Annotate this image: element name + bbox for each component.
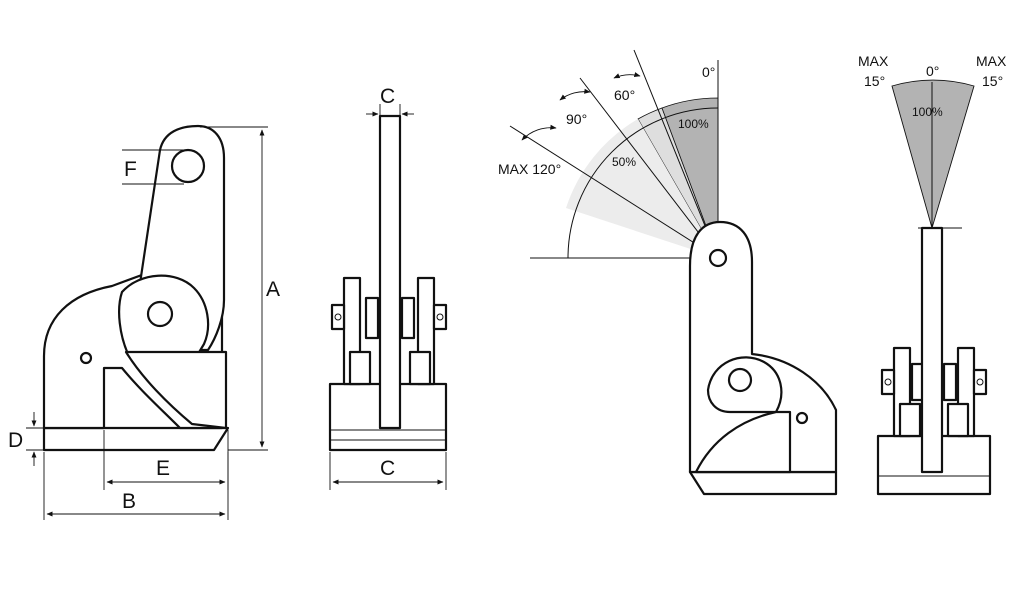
percent-100-left: 100% <box>678 117 709 131</box>
angle-15-right: 15° <box>982 73 1003 89</box>
angle-0-right: 0° <box>926 63 939 79</box>
angle-0-left: 0° <box>702 64 715 80</box>
angle-15-left: 15° <box>864 73 885 89</box>
pin-hole <box>79 351 93 365</box>
max-left-label: MAX <box>858 53 889 69</box>
side-tilt-view: MAX 15° 0° MAX 15° 100% <box>858 53 1007 496</box>
dimension-f-label: F <box>124 158 137 181</box>
cam-pivot <box>146 300 174 328</box>
side-view-left: A F D E B <box>8 124 280 520</box>
percent-50: 50% <box>612 155 636 169</box>
base-plate <box>42 426 230 452</box>
angle-60: 60° <box>614 87 635 103</box>
dimension-b-label: B <box>122 490 136 513</box>
tilt-angle-view: 0° 60° 90° MAX 120° 100% 50% <box>498 49 838 496</box>
shackle-hole <box>170 148 206 184</box>
front-jaw-bar <box>378 114 402 430</box>
angle-max-120: MAX 120° <box>498 161 561 177</box>
dimension-a-label: A <box>266 278 280 301</box>
tilted-base <box>688 470 838 496</box>
percent-100-right: 100% <box>912 105 943 119</box>
dimension-d-label: D <box>8 429 23 452</box>
front-view-left: C C <box>328 85 448 490</box>
max-right-label: MAX <box>976 53 1007 69</box>
cam-jaw <box>124 350 228 430</box>
angle-90: 90° <box>566 111 587 127</box>
dimension-e-label: E <box>156 457 170 480</box>
dimension-c-bottom-label: C <box>380 457 395 480</box>
dimension-c-top-label: C <box>380 85 395 108</box>
sector-100-percent-right <box>891 79 975 230</box>
side-tilt-jaw-bar <box>920 226 944 474</box>
